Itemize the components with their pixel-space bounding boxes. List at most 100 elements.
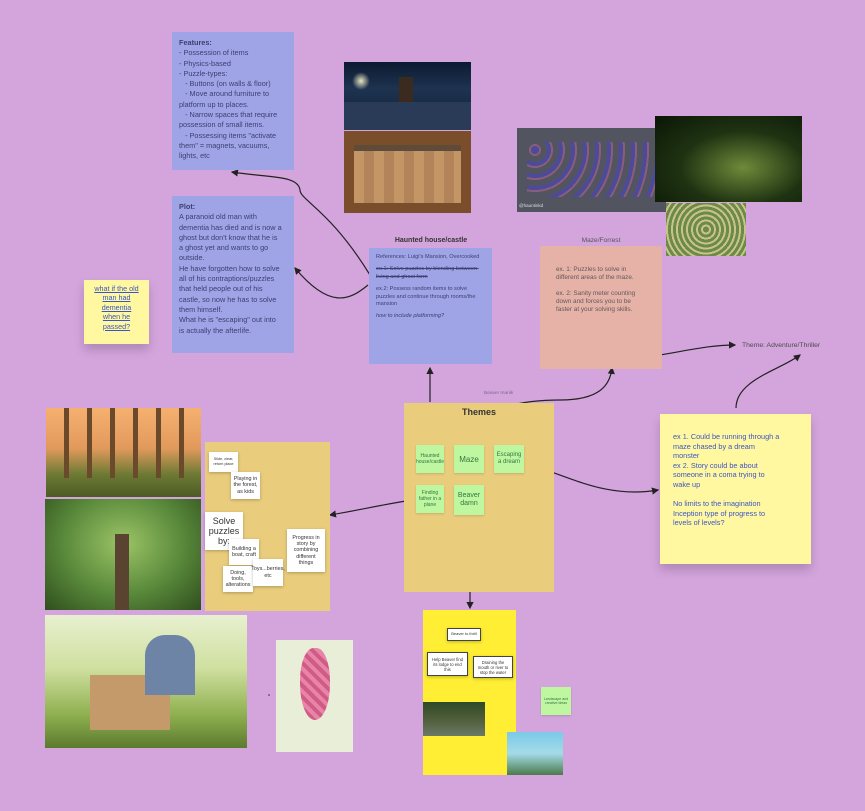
- features-line: possession of small items.: [179, 120, 265, 130]
- fox-girl-image[interactable]: [46, 408, 201, 497]
- maze-ex2: ex. 2: Sanity meter counting down and fo…: [556, 289, 637, 314]
- idea-line: wake up: [673, 479, 701, 489]
- overcooked-counter: [354, 145, 461, 151]
- tree-trunk: [115, 534, 129, 610]
- dream-note[interactable]: Slide, clear, return place: [209, 452, 238, 472]
- arrow-maze-to-theme: [659, 341, 737, 356]
- idea-line: ex 2. Story could be about: [673, 460, 758, 470]
- image-credit: @hauntinkd: [519, 203, 544, 208]
- features-line: platform up to places.: [179, 99, 249, 109]
- plot-line: all of his contraptions/puzzles: [179, 274, 275, 284]
- haunted-question: how to include platforming?: [376, 313, 445, 320]
- maze-image[interactable]: [666, 203, 746, 256]
- idea-line: maze chased by a dream: [673, 441, 755, 451]
- haunted-ex2: ex.2: Possess random items to solve puzz…: [376, 286, 478, 308]
- sticky-note-oldman[interactable]: what if the old man had dementia when he…: [84, 280, 149, 344]
- tree-trunks: [46, 408, 201, 478]
- plot-line: is actually the afterlife.: [179, 325, 252, 335]
- theme-note-maze[interactable]: Maze: [454, 445, 484, 473]
- oldman-line: dementia: [101, 302, 132, 312]
- idea-line: ex 1. Could be running through a: [673, 432, 780, 441]
- treehouse-image[interactable]: [45, 499, 201, 610]
- pinecone-image[interactable]: [276, 640, 353, 752]
- maze-ex1: ex. 1: Puzzles to solve in different are…: [556, 266, 634, 282]
- maze-caption: Maze/Forrest: [581, 237, 621, 244]
- idea-line: No limits to the imagination: [673, 499, 761, 509]
- features-line: lights, etc: [179, 151, 210, 161]
- features-line: them" = magnets, vacuums,: [179, 140, 270, 150]
- beaver-side-note[interactable]: Landscape and creative ideas: [541, 687, 571, 715]
- overcooked-image[interactable]: [344, 131, 471, 213]
- haunted-references: References: Luigi's Mansion, Overcooked: [376, 254, 480, 260]
- theme-note-beaver[interactable]: Beaver damn: [454, 485, 484, 515]
- theme-note-father[interactable]: Finding father in a plane: [416, 485, 444, 513]
- overcooked-floor: [354, 149, 461, 203]
- spacer: [556, 283, 646, 290]
- idea-line: monster: [673, 451, 700, 461]
- features-line: - Buttons (on walls & floor): [179, 79, 271, 89]
- beaver-cartoon-image[interactable]: [507, 732, 563, 775]
- oldman-line: what if the old: [94, 284, 139, 293]
- maze-card[interactable]: ex. 1: Puzzles to solve in different are…: [540, 246, 662, 369]
- sticky-note-ideas[interactable]: ex 1. Could be running through a maze ch…: [660, 414, 811, 564]
- idea-line: someone in a coma trying to: [673, 470, 765, 480]
- haunted-caption: Haunted house/castle: [394, 237, 468, 244]
- plot-line: castle, so now he has to solve: [179, 294, 277, 304]
- dream-board[interactable]: Slide, clear, return place Playing in th…: [205, 442, 330, 611]
- dream-note[interactable]: Toys...berries, etc: [251, 559, 285, 586]
- oldman-line: when he: [102, 312, 131, 322]
- pinecone-shape: [300, 648, 330, 720]
- features-line: - Puzzle-types:: [179, 68, 228, 78]
- mansion-floor: [344, 102, 471, 130]
- plot-line: He have forgotten how to solve: [179, 263, 280, 273]
- forest-image[interactable]: [655, 116, 802, 202]
- plot-line: outside.: [179, 253, 205, 263]
- themes-title: Themes: [461, 407, 496, 417]
- dream-note[interactable]: Doing, tools, alterations: [223, 566, 253, 592]
- dream-note[interactable]: Playing in the forest, as kids: [231, 472, 260, 499]
- plot-line: ghost but don't know that he is: [179, 232, 278, 242]
- arrow-haunted-to-features: [230, 169, 371, 276]
- plot-line: a ghost yet and wants to go: [179, 243, 269, 253]
- beaver-board[interactable]: Beaver to thrill Help Beaver find its lo…: [423, 610, 563, 775]
- plot-line: A paranoid old man with: [179, 212, 257, 222]
- mansion-light: [352, 72, 370, 90]
- pixel-art-image[interactable]: @hauntinkd: [517, 128, 666, 212]
- features-line: - Physics-based: [179, 58, 231, 68]
- river-image[interactable]: [423, 702, 485, 736]
- theme-note-dream[interactable]: Escaping a dream: [494, 445, 524, 473]
- features-line: - Possessing items "activate: [179, 130, 277, 140]
- themes-board[interactable]: Themes Haunted house/castle Maze Escapin…: [404, 403, 554, 592]
- pixel-sprites: [527, 142, 657, 197]
- oldman-line: passed?: [102, 321, 131, 331]
- features-card[interactable]: Features: - Possession of items - Physic…: [172, 32, 294, 170]
- plot-line: dementia has died and is now a: [179, 222, 282, 232]
- arrow-haunted-to-plot: [294, 267, 369, 299]
- arrow-sticky-to-theme: [735, 354, 801, 409]
- idea-line: [673, 490, 798, 500]
- mansion-door: [399, 77, 413, 102]
- beaver-note[interactable]: Help Beaver find its lodge to end this: [427, 652, 468, 676]
- idea-line: Inception type of progress to: [673, 508, 766, 518]
- plot-line: What he is "escaping" out into: [179, 315, 276, 325]
- kids-box-image[interactable]: [45, 615, 247, 748]
- plot-title: Plot:: [179, 202, 196, 211]
- luigis-mansion-image[interactable]: [344, 62, 471, 130]
- beaver-note[interactable]: Beaver to thrill: [447, 628, 481, 641]
- plot-card[interactable]: Plot: A paranoid old man with dementia h…: [172, 196, 294, 353]
- plot-line: them himself.: [179, 304, 223, 314]
- idea-line: levels of levels?: [673, 518, 725, 528]
- features-line: - Move around furniture to: [179, 89, 270, 99]
- person-shape: [145, 635, 195, 695]
- features-title: Features:: [179, 38, 212, 47]
- dot-icon: [268, 694, 270, 696]
- theme-label: Theme: Adventure/Thriller: [742, 342, 821, 349]
- haunted-ex1: ex.1: Solve puzzles by blending between …: [376, 266, 479, 280]
- dream-note[interactable]: Progress in story by combining different…: [287, 529, 325, 572]
- features-line: - Possession of items: [179, 48, 249, 58]
- arrow-themes-to-dream: [328, 499, 413, 518]
- haunted-card[interactable]: References: Luigi's Mansion, Overcooked …: [369, 248, 492, 364]
- features-line: - Narrow spaces that require: [179, 110, 278, 120]
- beaver-note[interactable]: Draining the mouth or river to stop the …: [473, 656, 513, 678]
- theme-note-haunted[interactable]: Haunted house/castle: [416, 445, 444, 473]
